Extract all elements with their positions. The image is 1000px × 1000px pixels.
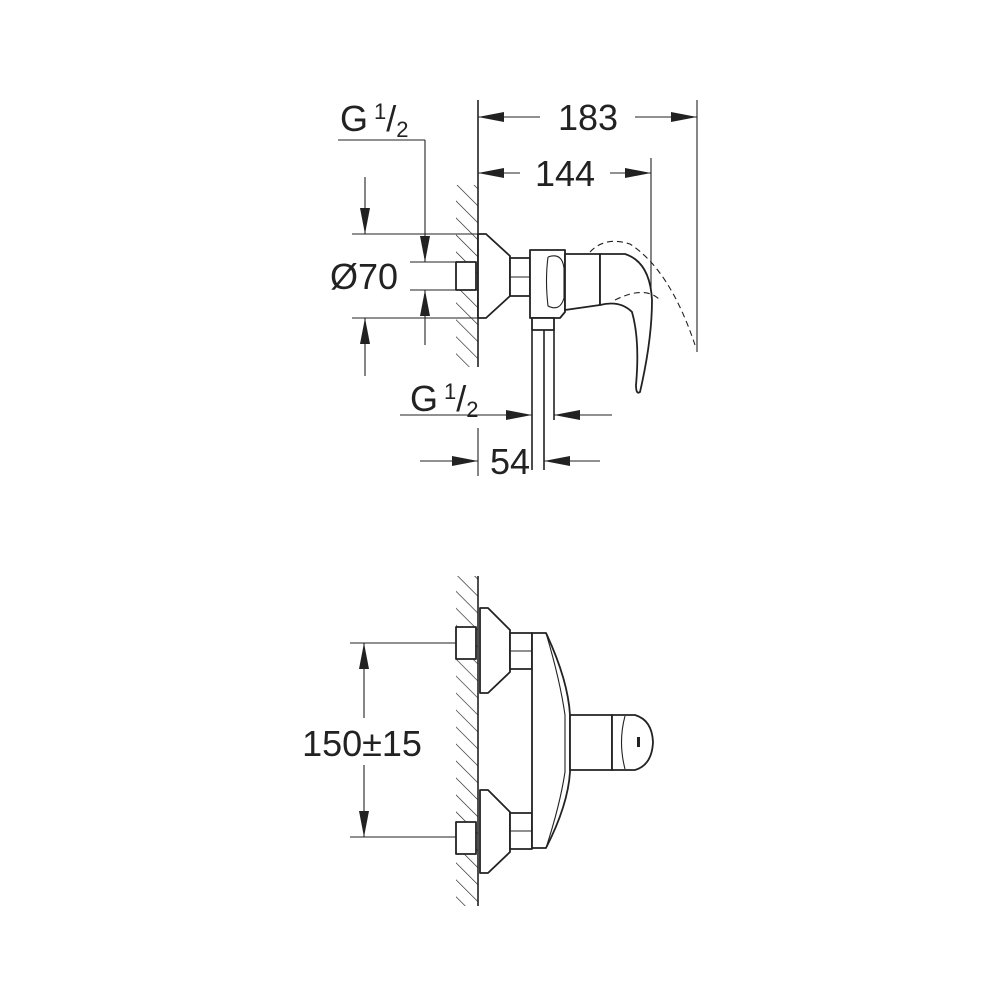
dimension-54-label: 54 xyxy=(490,441,530,482)
dimension-144: 144 xyxy=(478,153,652,300)
dimension-54: 54 xyxy=(420,428,600,482)
dimension-diameter-70: Ø70 xyxy=(330,177,478,376)
dimension-150: 150±15 xyxy=(302,642,456,838)
dimension-150-label: 150±15 xyxy=(302,723,422,764)
wall-hatching xyxy=(456,576,478,906)
dimension-183-label: 183 xyxy=(558,97,618,138)
dimension-diameter-70-label: Ø70 xyxy=(330,256,398,297)
mixer-front xyxy=(455,607,654,874)
dimension-144-label: 144 xyxy=(535,153,595,194)
mixer-side xyxy=(455,233,696,470)
dimension-183: 183 xyxy=(478,97,698,352)
front-view: 150±15 xyxy=(302,576,654,906)
